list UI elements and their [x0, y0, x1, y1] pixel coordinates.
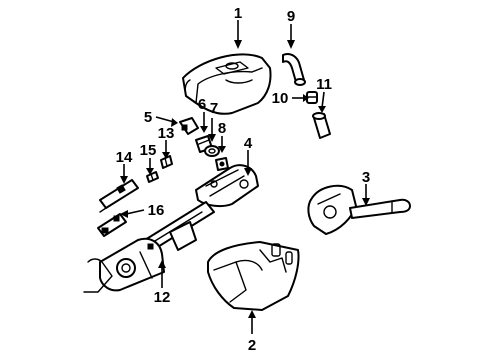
- multifunction-switch-part: [307, 184, 411, 235]
- callout-1: 1: [234, 5, 242, 22]
- lock-cylinder-part: [179, 117, 199, 135]
- callout-2: 2: [248, 337, 256, 354]
- callout-6: 6: [198, 96, 206, 113]
- tube-part: [312, 112, 331, 139]
- lower-shroud-part: [207, 241, 300, 311]
- hose-part: [282, 53, 306, 86]
- upper-shroud-part: [182, 53, 272, 115]
- callout-12: 12: [154, 289, 171, 306]
- bracket-part: [97, 213, 127, 237]
- bearing-part: [204, 145, 220, 157]
- steering-shaft-part: [83, 201, 215, 293]
- cap-part: [306, 91, 318, 104]
- callout-9: 9: [287, 8, 295, 25]
- callout-3: 3: [362, 169, 370, 186]
- actuator-rod-part: [99, 179, 139, 213]
- callout-5: 5: [144, 109, 152, 126]
- callout-10: 10: [272, 90, 289, 107]
- callout-11: 11: [316, 76, 332, 93]
- screw-part: [146, 171, 159, 183]
- callout-13: 13: [158, 125, 175, 142]
- callout-4: 4: [244, 135, 253, 152]
- callout-7: 7: [210, 100, 218, 117]
- callout-15: 15: [140, 142, 157, 159]
- callout-8: 8: [218, 120, 226, 137]
- callout-16: 16: [148, 202, 165, 219]
- retainer-part: [215, 157, 229, 171]
- column-housing-part: [195, 164, 259, 208]
- nut-part: [160, 155, 173, 169]
- callout-14: 14: [116, 149, 133, 166]
